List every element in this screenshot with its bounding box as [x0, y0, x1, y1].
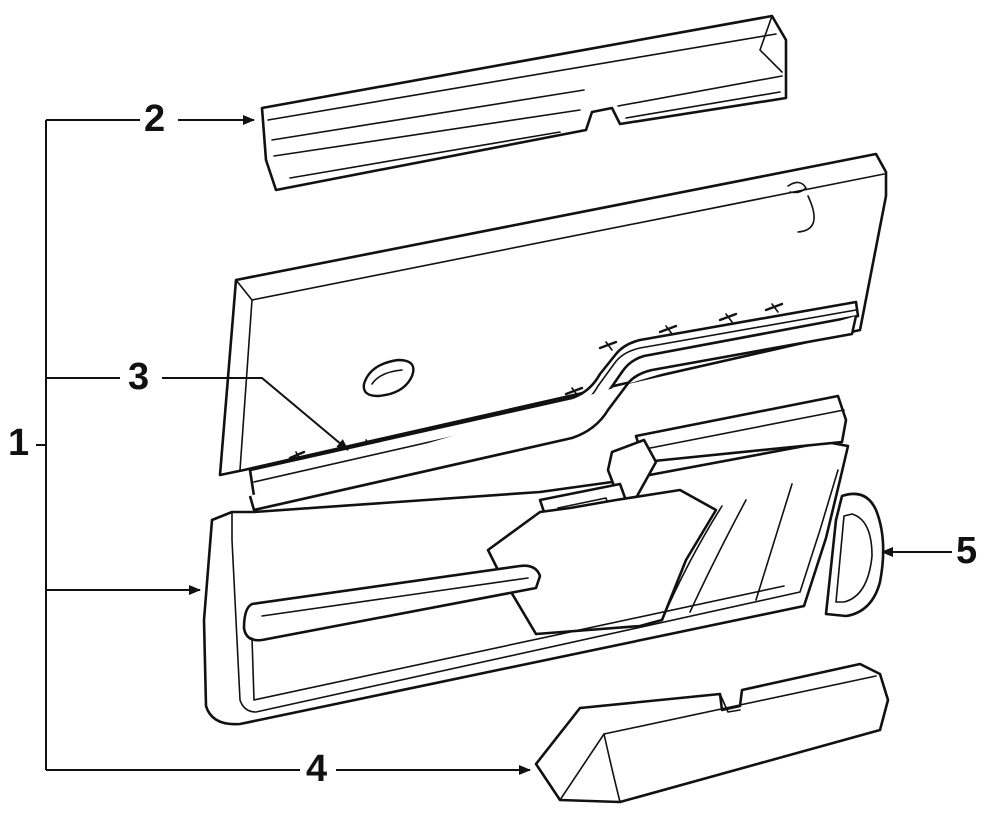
callout-2: 2 [144, 98, 166, 140]
armrest-pad [534, 662, 890, 804]
callout-5: 5 [956, 530, 978, 572]
lower-door-trim-panel [202, 394, 850, 726]
door-panel-upper [218, 152, 888, 512]
callout-3: 3 [128, 356, 150, 398]
callout-4: 4 [306, 748, 328, 790]
courtesy-lamp-lens [824, 492, 885, 618]
callout-1: 1 [8, 422, 30, 464]
upper-trim-molding [260, 14, 788, 192]
leader-lines [36, 115, 952, 775]
